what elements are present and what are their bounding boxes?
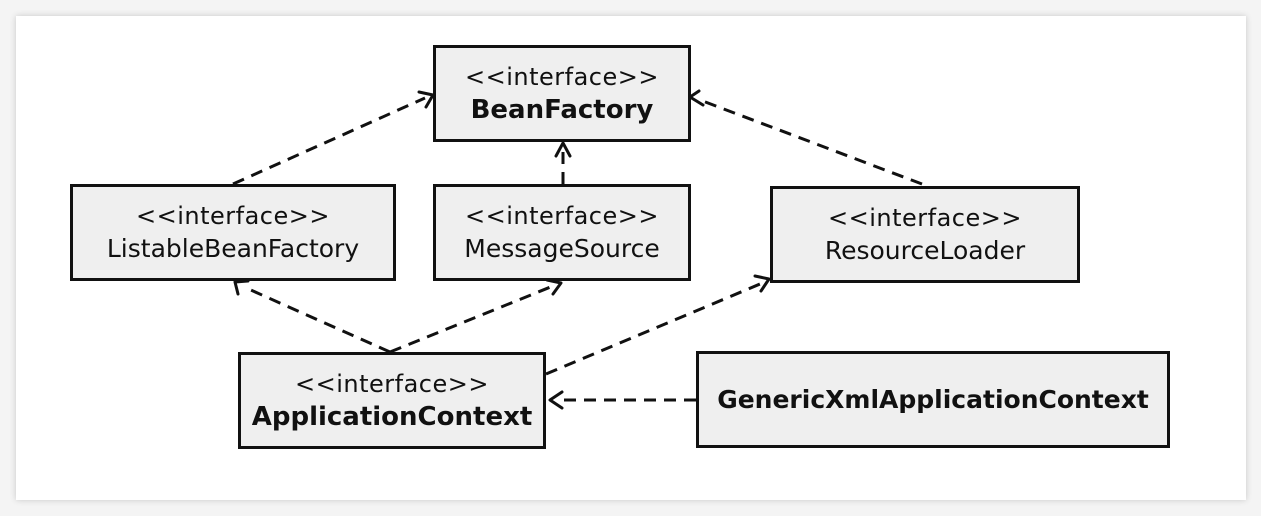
- node-name: GenericXmlApplicationContext: [717, 385, 1149, 414]
- node-bean-factory[interactable]: <<interface>> BeanFactory: [433, 45, 691, 142]
- node-name: BeanFactory: [470, 94, 654, 125]
- edge-resourceloader-to-beanfactory: [699, 98, 923, 186]
- node-name: ApplicationContext: [251, 401, 533, 432]
- node-stereotype: <<interface>>: [295, 369, 489, 398]
- node-message-source[interactable]: <<interface>> MessageSource: [433, 184, 691, 281]
- node-listable-bean-factory[interactable]: <<interface>> ListableBeanFactory: [70, 184, 396, 281]
- node-name: ListableBeanFactory: [106, 233, 360, 263]
- node-resource-loader[interactable]: <<interface>> ResourceLoader: [770, 186, 1080, 283]
- arrowhead-to-messagesource: [545, 278, 563, 296]
- edge-appcontext-to-messagesource: [389, 284, 554, 354]
- node-stereotype: <<interface>>: [465, 62, 659, 91]
- arrowhead-to-appcontext: [548, 390, 564, 410]
- node-generic-xml-application-context[interactable]: GenericXmlApplicationContext: [696, 351, 1170, 448]
- arrowhead-to-beanfactory-bottom: [554, 141, 572, 158]
- node-stereotype: <<interface>>: [828, 203, 1022, 232]
- arrowhead-to-resourceloader: [753, 274, 771, 293]
- node-application-context[interactable]: <<interface>> ApplicationContext: [238, 352, 546, 449]
- node-stereotype: <<interface>>: [136, 201, 330, 230]
- arrowhead-to-listable: [233, 279, 250, 296]
- edge-listable-to-beanfactory: [232, 96, 426, 186]
- arrowhead-to-beanfactory-right: [688, 89, 705, 107]
- node-name: MessageSource: [464, 233, 660, 263]
- node-name: ResourceLoader: [824, 235, 1026, 265]
- node-stereotype: <<interface>>: [465, 201, 659, 230]
- edge-appcontext-to-listable: [243, 285, 391, 354]
